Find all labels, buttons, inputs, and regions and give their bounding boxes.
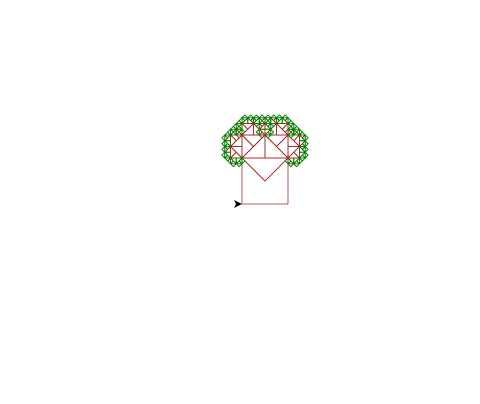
leaf-square — [238, 157, 246, 165]
turtle-arrow-icon — [234, 200, 242, 208]
tree-branches — [221, 114, 309, 205]
